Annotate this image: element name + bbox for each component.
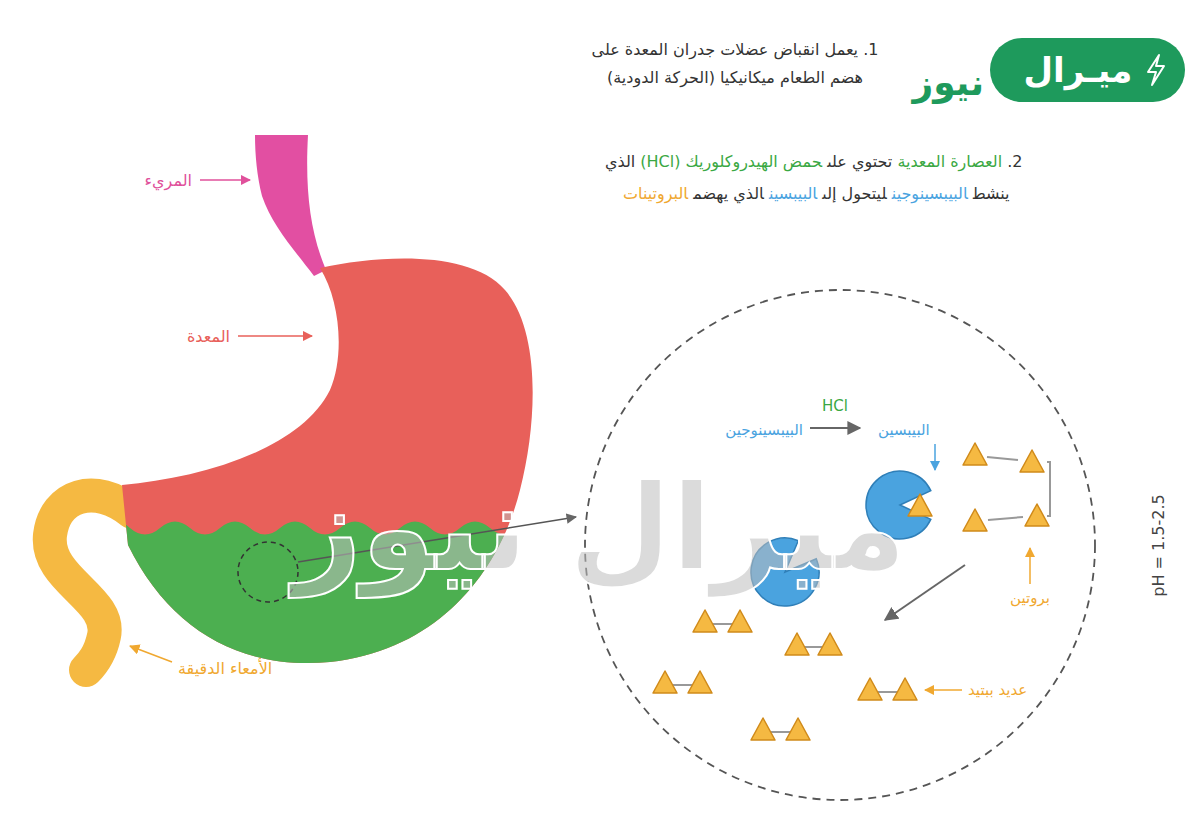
text-segment: ليتحول إلى: [822, 184, 886, 203]
molecule-label: البيبسينوجين: [725, 421, 803, 439]
bolt-icon: [1143, 53, 1169, 87]
leader: [200, 179, 250, 181]
organ-label: المريء: [145, 171, 192, 190]
molecule-label: بروتين: [1010, 589, 1050, 607]
molecule-label: HCl: [822, 397, 848, 415]
zoom-circle: [238, 542, 298, 602]
text-segment: 2.: [1007, 152, 1022, 171]
text-segment: الذي يهضم: [693, 184, 764, 203]
ph-label: pH = 1.5-2.5: [1149, 494, 1168, 596]
text-segment: البيبسينوجين: [892, 184, 968, 203]
logo-heading: نيوز: [912, 62, 984, 103]
molecule-label: البيبسين: [878, 421, 930, 439]
leader: [934, 444, 936, 470]
reaction-arrow: [810, 427, 860, 429]
paragraph: 2. العصارة المعدية تحتوي على حمض الهيدروكلو…: [600, 146, 1030, 210]
logo-badge: ميـرالنيوز: [990, 38, 1185, 102]
leader: [925, 689, 962, 691]
leader: [1029, 548, 1031, 584]
organ-label: المعدة: [187, 327, 230, 346]
leader: [130, 646, 172, 662]
text-segment: حمض الهيدروكلوريك (HCl): [640, 152, 822, 171]
text-segment: البيبسين: [769, 184, 817, 203]
logo-text: ميـرال: [1024, 50, 1133, 90]
paragraph: 1. يعمل انقباض عضلات جدران المعدة على هض…: [585, 36, 885, 92]
small-intestine: [50, 496, 132, 670]
text-segment: العصارة المعدية: [897, 152, 1002, 171]
text-segment: البروتينات: [623, 184, 688, 203]
watermark: ميرال نيوز: [294, 459, 907, 597]
text-segment: تحتوي على: [827, 152, 892, 171]
leader: [238, 335, 312, 337]
organ-label: الأمعاء الدقيقة: [178, 659, 272, 678]
molecule-label: عديد ببتيد: [968, 681, 1027, 699]
esophagus: [255, 135, 326, 276]
